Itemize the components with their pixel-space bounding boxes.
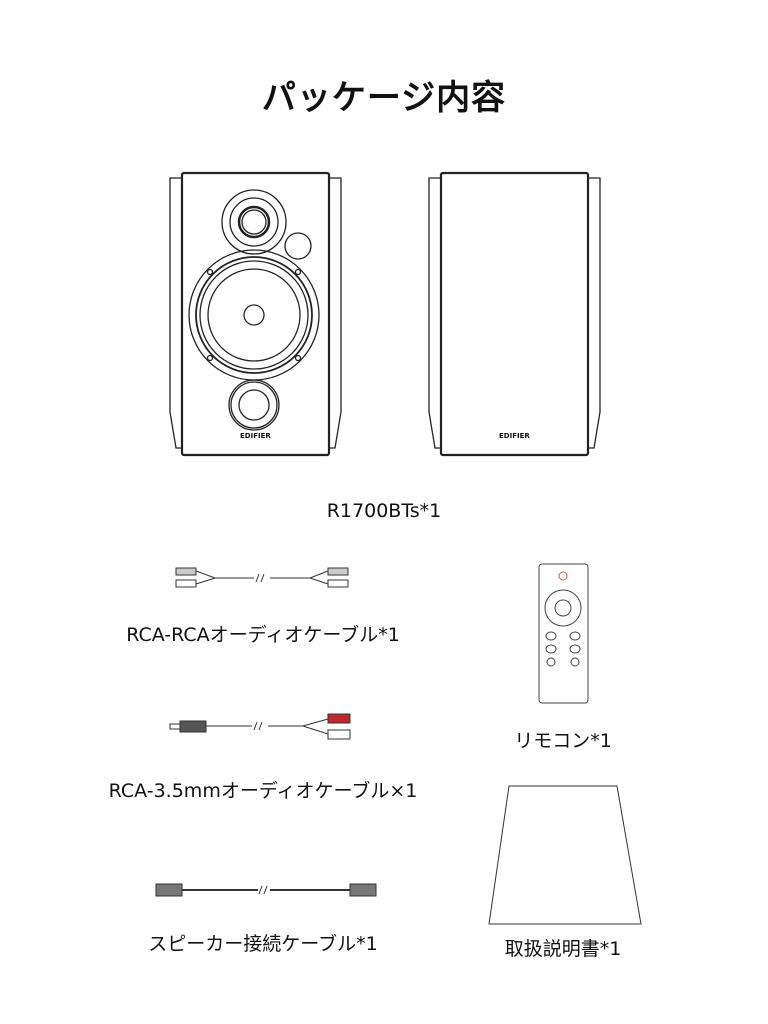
speaker-back-illustration bbox=[428, 171, 601, 457]
speaker-cable-illustration bbox=[155, 883, 377, 897]
page-title: パッケージ内容 bbox=[261, 78, 507, 118]
speaker-cable-label: スピーカー接続ケーブル*1 bbox=[148, 933, 378, 955]
speaker-back-brand: EDIFIER bbox=[499, 432, 530, 440]
speaker-front-illustration bbox=[169, 171, 342, 457]
remote-illustration bbox=[538, 563, 589, 704]
rca-cable-illustration bbox=[175, 567, 349, 588]
manual-illustration bbox=[488, 785, 642, 925]
aux-cable-illustration bbox=[169, 713, 351, 740]
aux-cable-label: RCA-3.5mmオーディオケーブル×1 bbox=[108, 780, 418, 802]
remote-label: リモコン*1 bbox=[514, 730, 612, 752]
rca-cable-label: RCA-RCAオーディオケーブル*1 bbox=[126, 624, 400, 646]
speaker-front-brand: EDIFIER bbox=[240, 432, 271, 440]
speakers-label: R1700BTs*1 bbox=[326, 500, 442, 522]
manual-label: 取扱説明書*1 bbox=[504, 938, 622, 960]
